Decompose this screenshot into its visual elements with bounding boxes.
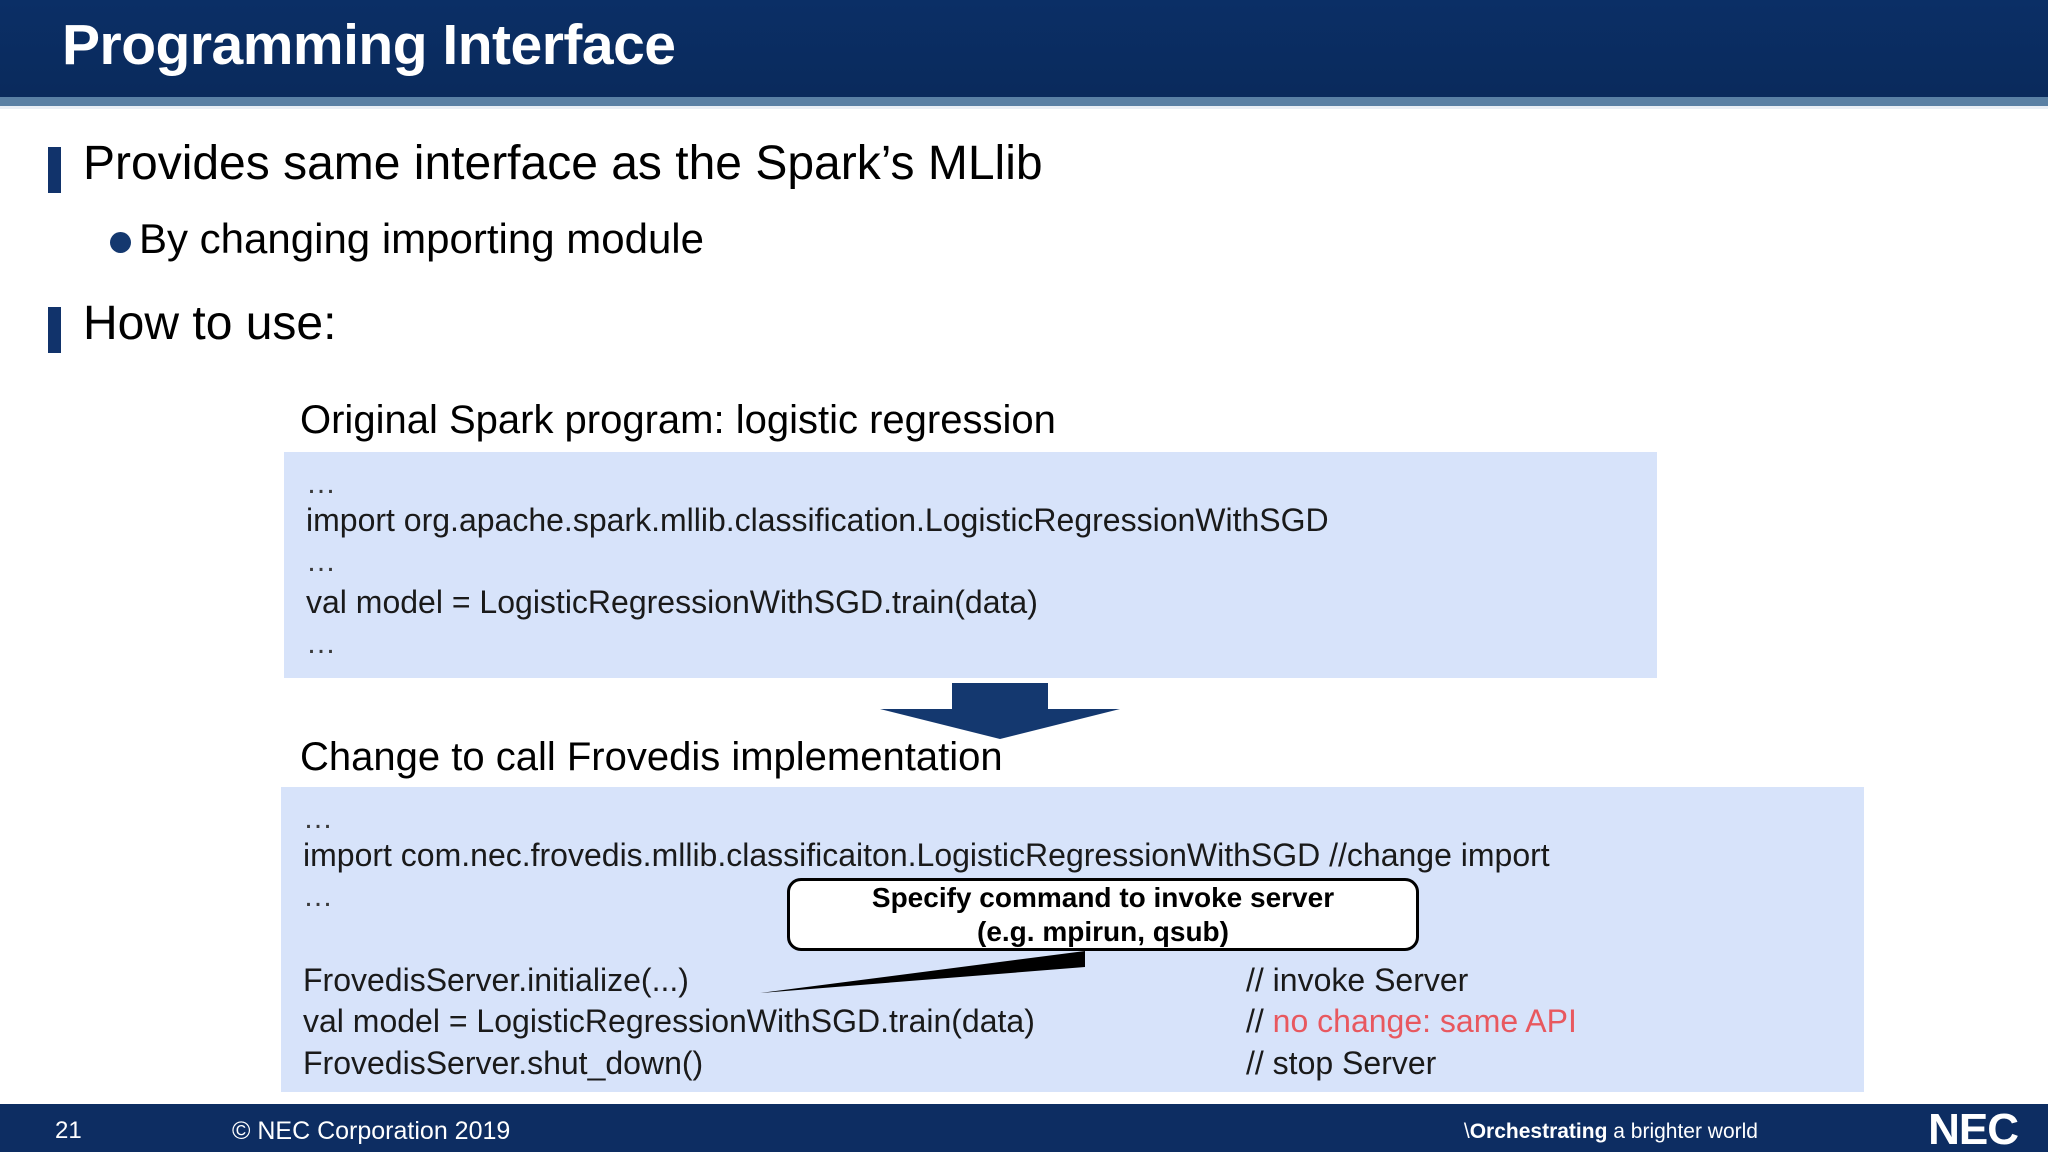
comment-red-text: no change: same API xyxy=(1272,1003,1577,1039)
bullet-provides-interface: Provides same interface as the Spark’s M… xyxy=(48,138,1043,193)
code-comment-stop-server: // stop Server xyxy=(1246,1045,1437,1081)
bullet-square-marker-icon xyxy=(48,307,61,353)
down-arrow-icon xyxy=(880,683,1120,744)
tagline-bold: Orchestrating xyxy=(1469,1120,1608,1143)
bullet-text: By changing importing module xyxy=(139,215,704,262)
bullet-by-changing-module: By changing importing module xyxy=(110,215,704,263)
code-block-frovedis: … import com.nec.frovedis.mllib.classifi… xyxy=(281,787,1864,1092)
bullet-dot-marker-icon xyxy=(110,232,131,253)
callout-tail-icon xyxy=(760,945,1090,1000)
code-comment-no-change: // no change: same API xyxy=(1246,1003,1577,1039)
footer-bar xyxy=(0,1104,2048,1152)
code-line: import com.nec.frovedis.mllib.classifica… xyxy=(303,837,1550,873)
callout-specify-command: Specify command to invoke server (e.g. m… xyxy=(787,878,1419,951)
code-line: … xyxy=(306,467,338,500)
code-line: … xyxy=(306,545,338,578)
bullet-how-to-use: How to use: xyxy=(48,298,336,353)
page-title: Programming Interface xyxy=(62,13,676,77)
caption-original-spark-program: Original Spark program: logistic regress… xyxy=(300,398,1056,442)
code-line-initialize: FrovedisServer.initialize(...) xyxy=(303,962,689,998)
callout-line-2: (e.g. mpirun, qsub) xyxy=(977,915,1229,947)
title-accent-bar-light xyxy=(0,106,2048,109)
page-number: 21 xyxy=(55,1117,82,1144)
tagline-slash: \ xyxy=(1463,1120,1470,1143)
code-line: … xyxy=(306,627,338,660)
tagline-rest: a brighter world xyxy=(1607,1120,1758,1143)
code-line-shutdown: FrovedisServer.shut_down() xyxy=(303,1045,704,1081)
code-line: val model = LogisticRegressionWithSGD.tr… xyxy=(306,584,1038,620)
title-accent-bar xyxy=(0,97,2048,106)
nec-tagline: \Orchestrating a brighter world xyxy=(1464,1120,1758,1144)
code-line: import org.apache.spark.mllib.classifica… xyxy=(306,502,1329,538)
nec-logo: NEC xyxy=(1928,1105,2019,1154)
code-line-train: val model = LogisticRegressionWithSGD.tr… xyxy=(303,1003,1035,1039)
copyright-text: © NEC Corporation 2019 xyxy=(232,1117,511,1145)
title-banner xyxy=(0,0,2048,97)
caption-change-to-frovedis: Change to call Frovedis implementation xyxy=(300,735,1003,779)
comment-slashes: // xyxy=(1246,1003,1273,1039)
bullet-text: Provides same interface as the Spark’s M… xyxy=(83,137,1043,190)
bullet-square-marker-icon xyxy=(48,147,61,193)
code-line: … xyxy=(303,802,335,835)
bullet-text: How to use: xyxy=(83,297,337,350)
code-line: … xyxy=(303,880,335,913)
code-block-original-spark: … import org.apache.spark.mllib.classifi… xyxy=(284,452,1657,678)
code-comment-invoke-server: // invoke Server xyxy=(1246,962,1469,998)
callout-line-1: Specify command to invoke server xyxy=(871,881,1335,913)
